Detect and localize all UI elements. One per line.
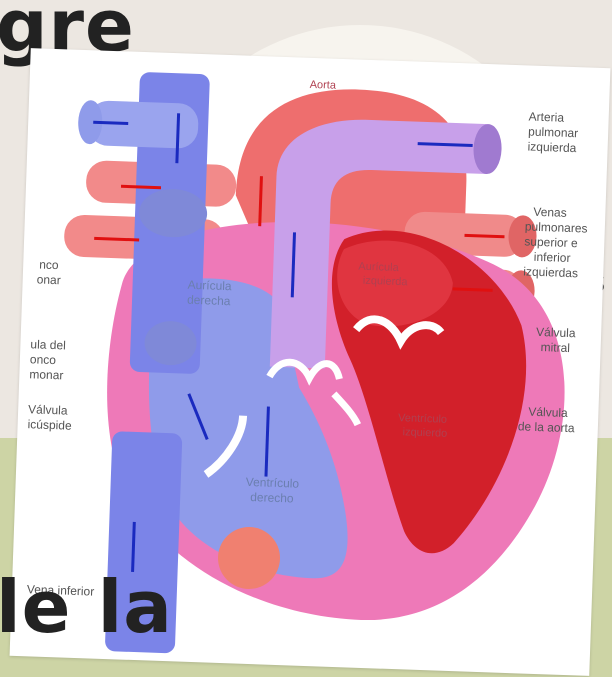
label-arteria-3: izquierda: [527, 139, 576, 155]
label-venas-5: izquierdas: [523, 264, 578, 280]
label-aortica-2: de la aorta: [518, 419, 575, 435]
label-aorta: Aorta: [309, 79, 337, 92]
label-auricula-izq-1: Aurícula: [358, 261, 400, 274]
label-tricuspide-2: icúspide: [27, 417, 72, 433]
label-arteria-1: Arteria: [528, 109, 564, 124]
label-ventriculo-izq-2: izquierdo: [402, 426, 447, 440]
label-auricula-izq-2: izquierda: [363, 275, 409, 289]
label-venas-3: superior e: [524, 234, 578, 250]
label-venas-1: Venas: [533, 205, 567, 220]
label-ventriculo-der-2: derecho: [250, 490, 294, 506]
label-mitral-2: mitral: [540, 340, 570, 355]
label-valv-tronco-2: onco: [30, 352, 57, 367]
label-ventriculo-der-1: Ventrículo: [246, 475, 300, 491]
label-venas-2: pulmonares: [525, 219, 588, 235]
label-auricula-der-2: derecha: [187, 293, 231, 309]
label-auricula-der-1: Aurícula: [187, 278, 232, 294]
accent-dot: [218, 527, 280, 589]
label-valv-tronco-1: ula del: [30, 337, 66, 352]
label-ventriculo-izq-1: Ventrículo: [398, 412, 447, 426]
label-tricuspide-1: Válvula: [28, 402, 68, 417]
label-valv-tronco-3: monar: [29, 367, 63, 382]
label-aortica-1: Válvula: [528, 405, 568, 420]
label-venas-4: inferior: [534, 250, 571, 265]
label-tronco-2: onar: [36, 272, 61, 287]
label-arteria-2: pulmonar: [528, 124, 578, 140]
label-tronco-1: nco: [39, 257, 59, 272]
slide-title-bottom: le la: [0, 565, 173, 649]
label-mitral-1: Válvula: [536, 325, 576, 340]
